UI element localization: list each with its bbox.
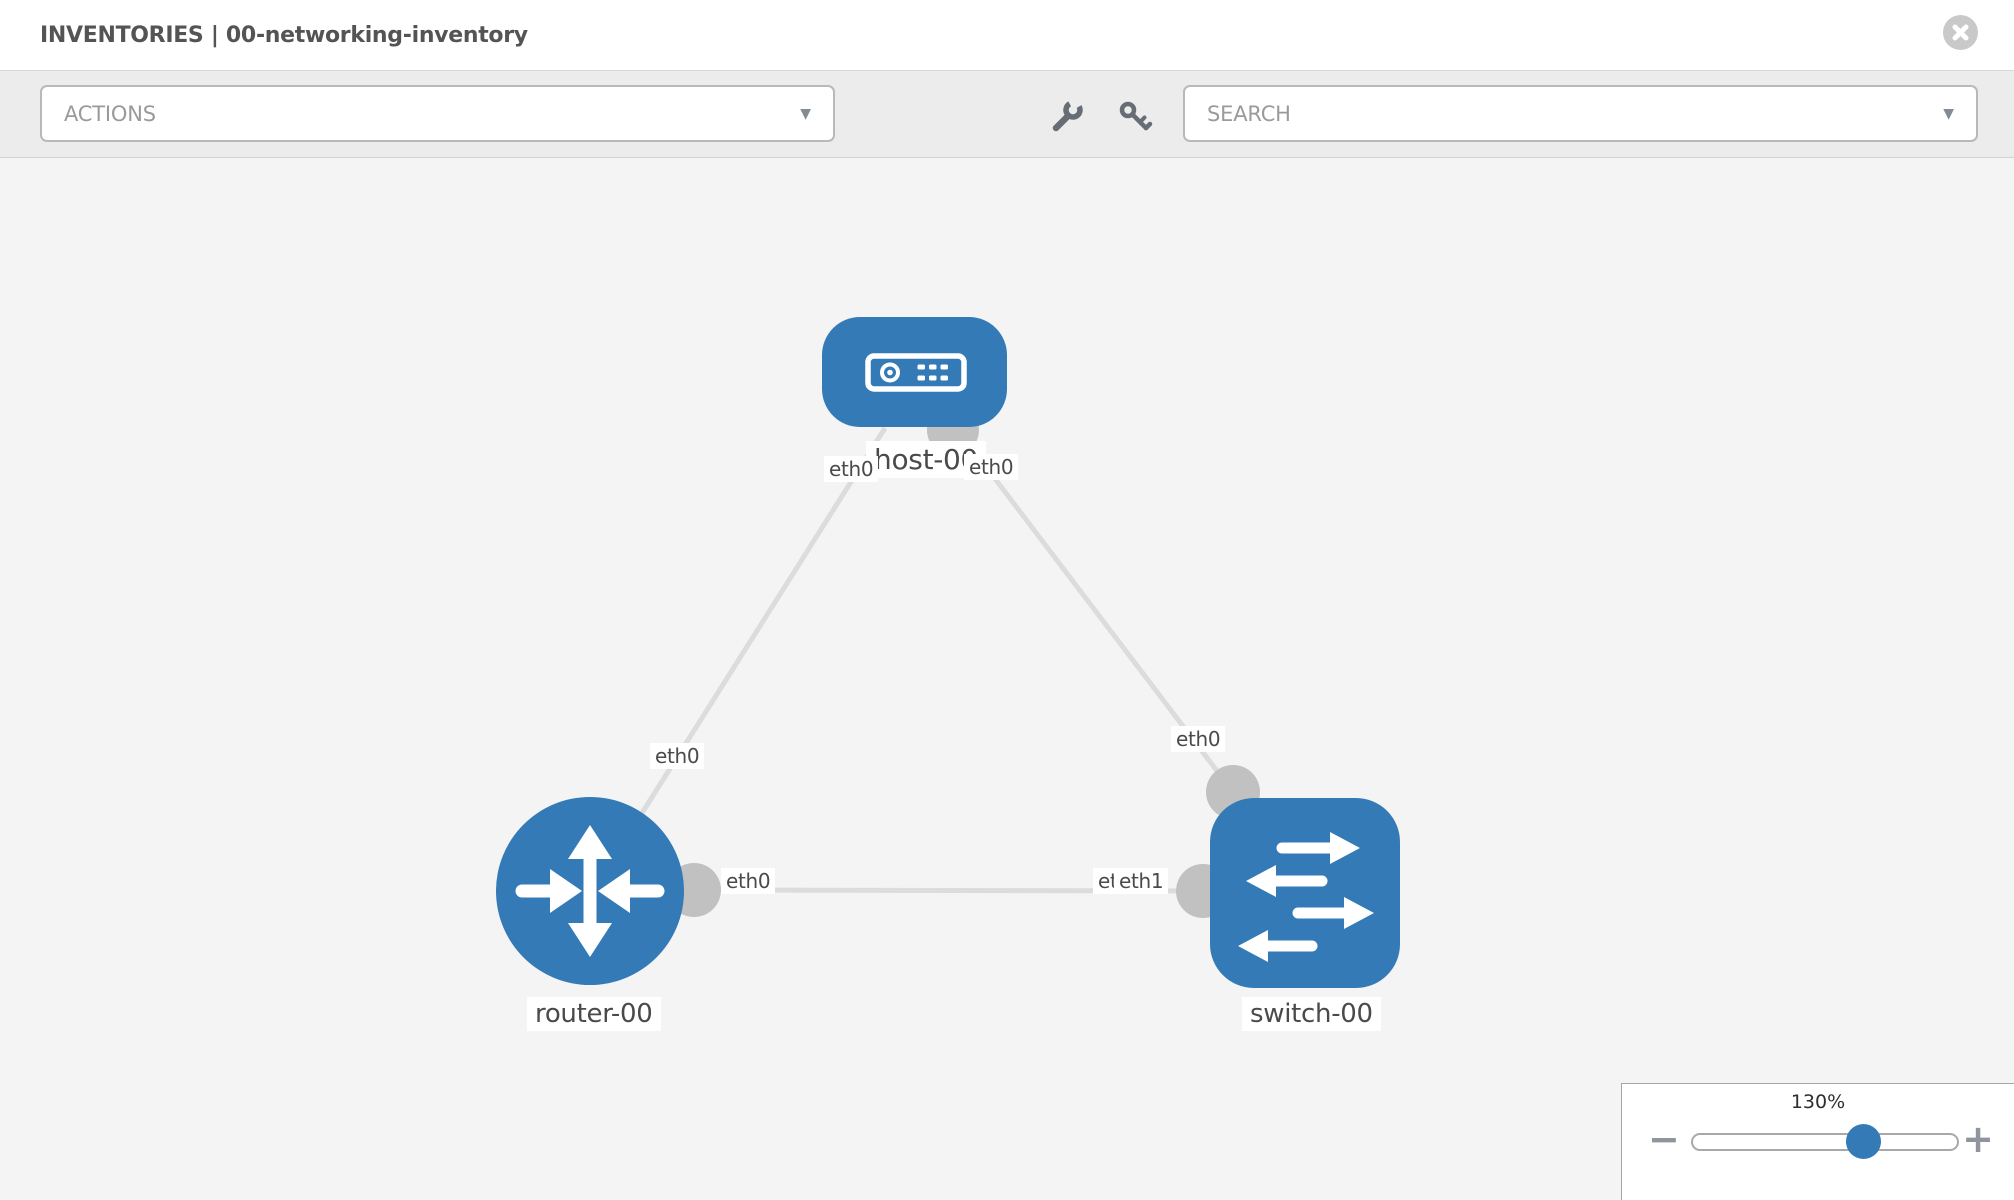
key-tool-button[interactable] [1115,97,1155,137]
interface-label-switch-eth0-to-host: eth0 [1171,726,1226,752]
key-icon [1119,101,1153,131]
search-dropdown[interactable]: SEARCH ▼ [1183,85,1978,142]
zoom-level-value: 130% [1790,1091,1846,1113]
window-titlebar: INVENTORIES | 00-networking-inventory [0,0,2014,71]
node-router-00[interactable] [496,797,684,985]
interface-label-host-eth0-to-switch: eth0 [964,454,1019,480]
close-icon [1952,24,1969,41]
actions-dropdown[interactable]: ACTIONS ▼ [40,85,835,142]
interface-label-switch-eth1-to-router: eth1 [1114,868,1169,894]
interface-label-host-eth0-to-router: eth0 [824,456,879,482]
page-title: INVENTORIES | 00-networking-inventory [40,22,528,48]
node-switch-00[interactable] [1210,798,1400,988]
node-label-router-00[interactable]: router-00 [527,997,661,1031]
search-dropdown-label: SEARCH [1207,101,1291,126]
chevron-down-icon: ▼ [800,105,811,122]
interface-label-router-eth0-to-switch: eth0 [721,868,776,894]
zoom-panel: 130% − + [1621,1083,2014,1200]
actions-dropdown-label: ACTIONS [64,101,156,126]
router-icon [515,825,665,957]
close-button[interactable] [1943,15,1978,50]
node-host-00[interactable] [822,317,1007,427]
host-icon [865,353,967,392]
interface-label-router-eth0-to-host: eth0 [650,743,705,769]
chevron-down-icon: ▼ [1943,105,1954,122]
zoom-out-button[interactable]: − [1648,1117,1680,1161]
zoom-slider-thumb[interactable] [1846,1124,1881,1159]
topology-links-layer [639,404,1260,918]
switch-icon [1238,832,1374,962]
configure-tool-button[interactable] [1047,97,1087,137]
zoom-in-button[interactable]: + [1962,1117,1994,1161]
toolbar: ACTIONS ▼ SEARCH ▼ [0,71,2014,158]
wrench-icon [1052,100,1083,132]
topology-canvas[interactable]: host-00 router-00 switch-00 eth0 eth0 et… [0,158,2014,1200]
node-label-switch-00[interactable]: switch-00 [1242,997,1381,1031]
zoom-slider-track[interactable] [1691,1124,1959,1159]
